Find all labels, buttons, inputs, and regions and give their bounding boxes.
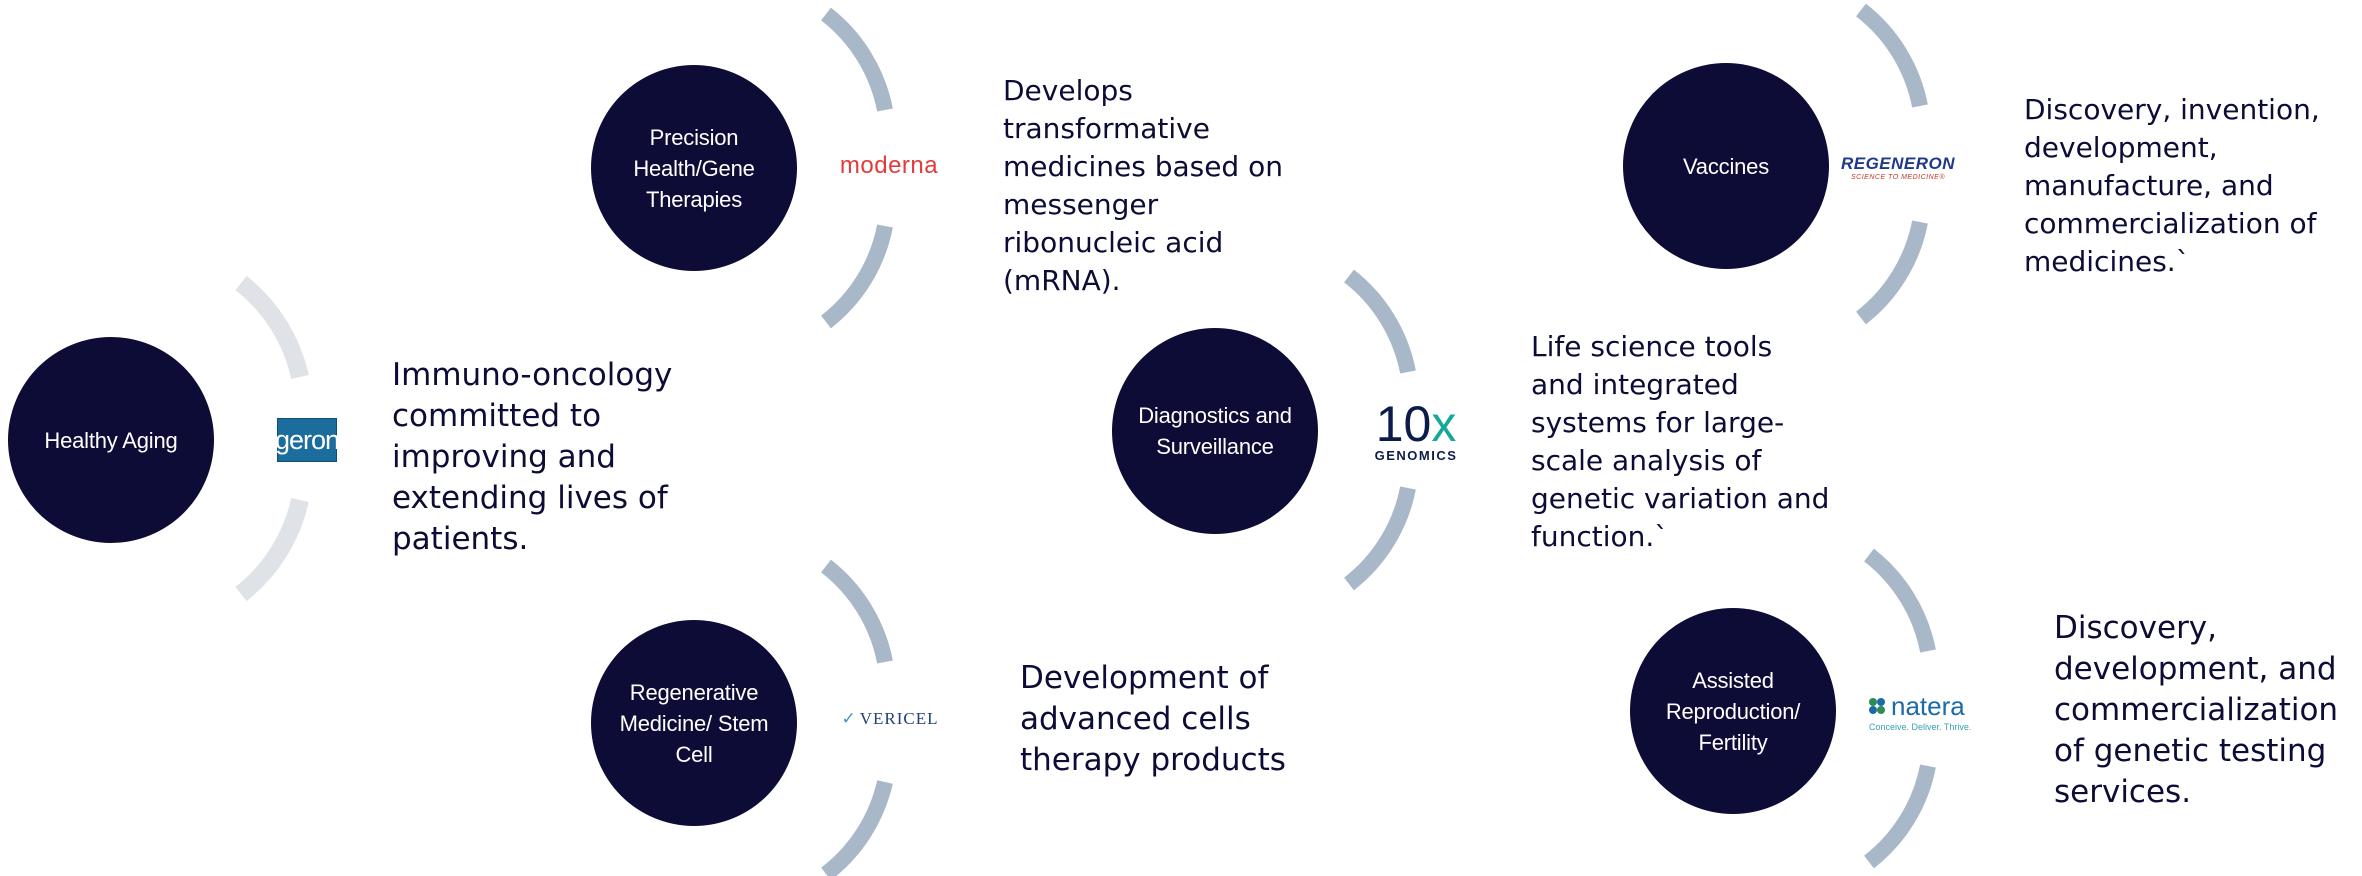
arc-healthy-aging-top — [235, 275, 309, 380]
category-label: Healthy Aging — [44, 427, 178, 453]
10x-genomics-logo: 10x GENOMICS — [1366, 398, 1466, 464]
category-label: Regenerative Medicine/ Stem Cell — [619, 679, 769, 767]
arc-vaccines-top — [1855, 3, 1928, 108]
logo-subtext: GENOMICS — [1374, 447, 1458, 463]
logo-text: geron — [274, 424, 340, 455]
arc-vaccines-bottom — [1855, 220, 1928, 325]
natera-logo: natera Conceive. Deliver. Thrive. — [1867, 690, 1977, 732]
arc-fertility-bottom — [1863, 764, 1936, 869]
moderna-logo: moderna — [834, 150, 944, 182]
logo-text: VERICEL — [859, 709, 939, 728]
logo-text: REGENERON — [1840, 153, 1956, 173]
arc-healthy-aging-bottom — [235, 497, 309, 602]
description-moderna: Develops transformative medicines based … — [1003, 74, 1283, 297]
category-precision-health: Precision Health/Gene Therapies — [591, 65, 797, 271]
logo-text: natera — [1891, 690, 1965, 721]
description-natera: Discovery, development, and commercializ… — [2054, 610, 2339, 810]
category-label: Diagnostics and Surveillance — [1138, 403, 1292, 459]
logo-x: x — [1431, 395, 1457, 452]
category-assisted-reproduction: Assisted Reproduction/ Fertility — [1630, 608, 1836, 814]
logo-text: 10 — [1375, 395, 1432, 452]
logo-tagline: Conceive. Deliver. Thrive. — [1869, 721, 1972, 732]
category-label: Assisted Reproduction/ Fertility — [1665, 667, 1801, 755]
logo-text: moderna — [839, 152, 939, 179]
category-diagnostics: Diagnostics and Surveillance — [1112, 328, 1318, 534]
arc-precision-bottom — [820, 224, 893, 329]
description-vericel: Development of advanced cells therapy pr… — [1020, 660, 1286, 778]
category-vaccines: Vaccines — [1623, 63, 1829, 269]
description-regeneron: Discovery, invention, development, manuf… — [2024, 93, 2320, 278]
geron-logo: geron — [274, 418, 340, 462]
category-label: Vaccines — [1682, 153, 1770, 179]
vericel-mark-icon: ✓ — [841, 709, 857, 728]
arc-regenerative-top — [820, 559, 893, 664]
arc-regenerative-bottom — [821, 780, 893, 876]
category-regenerative-medicine: Regenerative Medicine/ Stem Cell — [591, 620, 797, 826]
description-10x-genomics: Life science tools and integrated system… — [1531, 330, 1830, 553]
arc-diagnostics-bottom — [1343, 486, 1416, 591]
vericel-logo: ✓ VERICEL — [840, 704, 940, 734]
regeneron-logo: REGENERON SCIENCE TO MEDICINE® — [1838, 150, 1958, 184]
category-healthy-aging: Healthy Aging — [8, 337, 214, 543]
description-geron: Immuno-oncology committed to improving a… — [392, 357, 673, 557]
arc-fertility-top — [1863, 548, 1936, 653]
natera-leaf-icon — [1869, 698, 1885, 714]
logo-tagline: SCIENCE TO MEDICINE® — [1851, 173, 1945, 181]
arc-precision-top — [820, 7, 893, 112]
category-label: Precision Health/Gene Therapies — [633, 124, 755, 212]
arc-diagnostics-top — [1343, 269, 1416, 374]
